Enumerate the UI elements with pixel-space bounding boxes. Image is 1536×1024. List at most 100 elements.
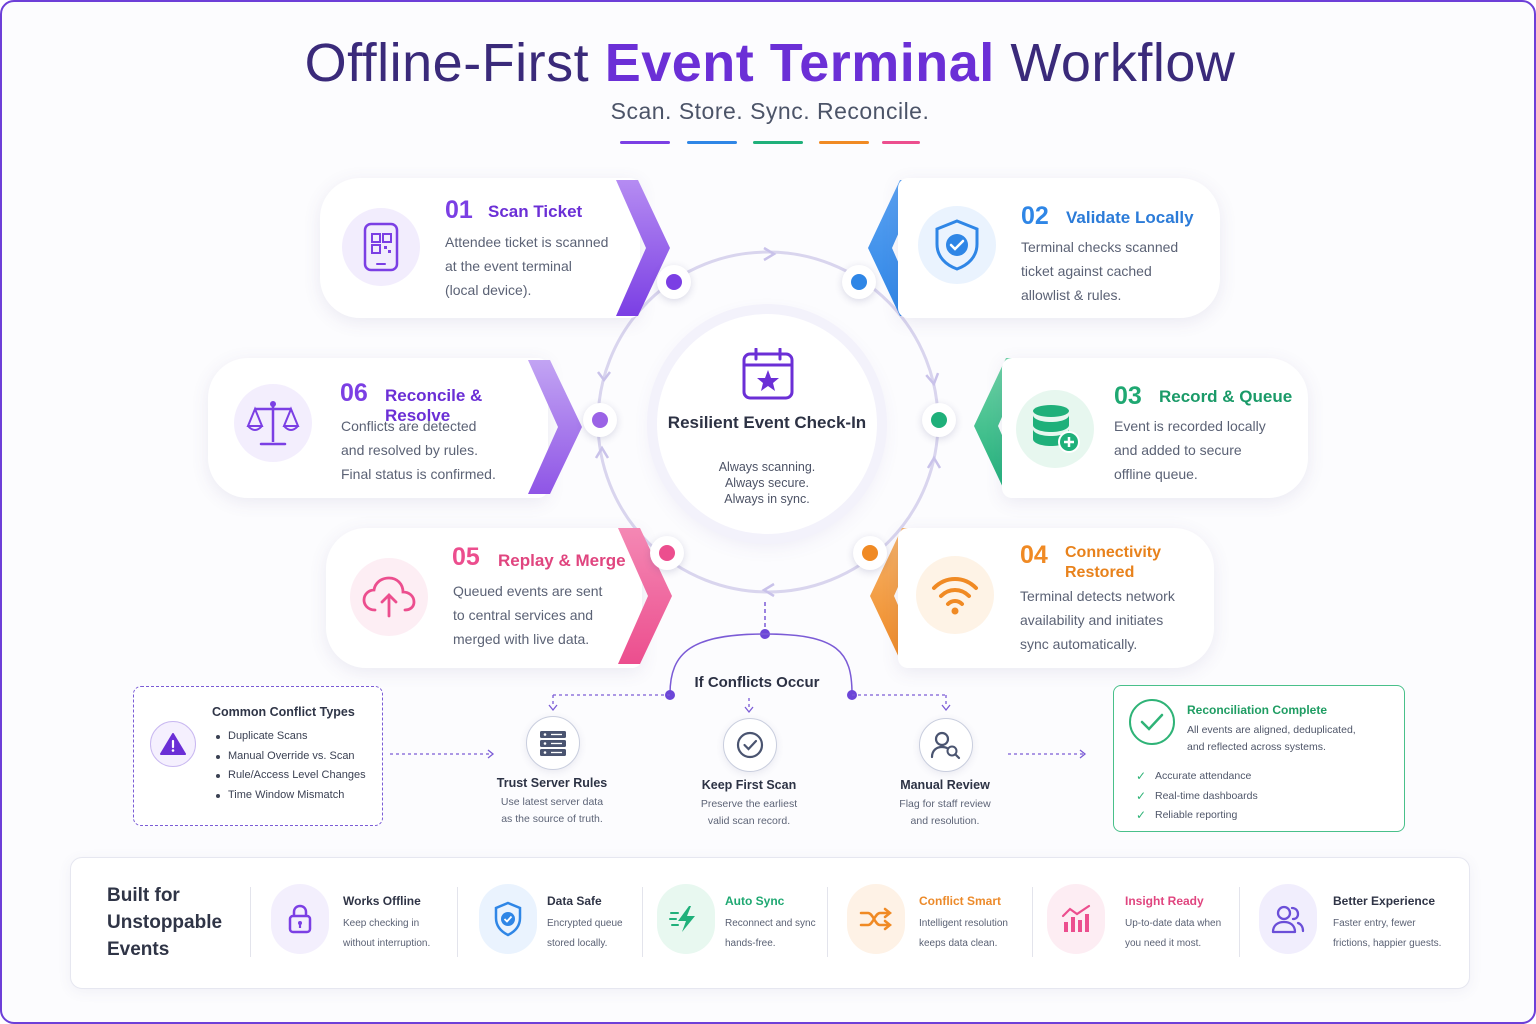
chevron-violet [528, 360, 582, 494]
divider [457, 887, 458, 957]
center-subtext: Always scanning. Always secure. Always i… [718, 460, 816, 506]
reconciliation-description: All events are aligned, deduplicated,and… [1187, 724, 1356, 753]
conflict-types-list: Duplicate Scans Manual Override vs. Scan… [214, 727, 366, 805]
ring-node-step-05 [650, 536, 684, 570]
list-item: Time Window Mismatch [214, 786, 366, 806]
center-title: Resilient Event Check-In [667, 413, 867, 432]
shield-icon [479, 884, 537, 954]
reconciliation-list: ✓Accurate attendance ✓Real-time dashboar… [1136, 767, 1258, 826]
users-icon [1259, 884, 1317, 954]
step-number: 01 [445, 196, 473, 224]
step-number: 03 [1114, 382, 1142, 410]
database-plus-icon [1016, 390, 1094, 468]
calendar-star-icon [742, 348, 794, 400]
divider [250, 887, 251, 957]
page-subtitle: Scan. Store. Sync. Reconcile. [610, 98, 930, 124]
accent-dash-green [753, 141, 803, 144]
lock-icon [271, 884, 329, 954]
shield-check-icon [918, 206, 996, 284]
checkmark-icon: ✓ [1136, 769, 1147, 783]
feature-title: Better Experience [1333, 894, 1436, 908]
list-item: ✓Reliable reporting [1136, 806, 1258, 826]
option-title: Manual Review [900, 778, 990, 792]
feature-title: Auto Sync [725, 894, 785, 908]
step-title: Validate Locally [1066, 208, 1194, 227]
accent-dash-orange [819, 141, 869, 144]
step-card-record-queue: 03 Record & Queue Event is recorded loca… [1002, 358, 1308, 498]
user-search-icon [919, 718, 973, 772]
chart-icon [1047, 884, 1105, 954]
if-conflicts-title: If Conflicts Occur [694, 674, 820, 691]
accent-dash-purple [620, 141, 670, 144]
checkmark-icon: ✓ [1136, 788, 1147, 803]
server-icon [526, 716, 580, 770]
list-item: Rule/Access Level Changes [214, 766, 366, 786]
divider [642, 887, 643, 957]
step-number: 05 [452, 543, 480, 571]
feature-title: Conflict Smart [919, 894, 1002, 908]
divider [1239, 887, 1240, 957]
step-card-reconcile-resolve: 06 Reconcile & Resolve Conflicts are det… [208, 358, 548, 498]
center-hub [657, 314, 877, 534]
chevron-purple [616, 180, 670, 316]
ring-node-step-01 [657, 265, 691, 299]
feature-title: Data Safe [547, 894, 602, 908]
cloud-upload-icon [350, 558, 428, 636]
page-title: Offline-First Event Terminal Workflow [304, 33, 1236, 93]
chevron-green [974, 358, 1028, 494]
scales-icon [234, 384, 312, 462]
warning-icon [150, 721, 196, 767]
list-item: ✓Real-time dashboards [1136, 787, 1258, 807]
step-number: 06 [340, 379, 368, 407]
step-card-validate-locally: 02 Validate Locally Terminal checks scan… [898, 178, 1220, 318]
qr-phone-icon [342, 208, 420, 286]
checkmark-icon: ✓ [1136, 808, 1147, 822]
feature-title: Works Offline [343, 894, 421, 908]
wifi-icon [916, 556, 994, 634]
shuffle-icon [847, 884, 905, 954]
reconciliation-title: Reconciliation Complete [1187, 703, 1328, 717]
list-item: Duplicate Scans [214, 727, 366, 747]
feature-title: Insight Ready [1125, 894, 1204, 908]
ring-node-step-03 [922, 403, 956, 437]
step-number: 02 [1021, 202, 1049, 230]
ring-node-step-06 [583, 403, 617, 437]
list-item: ✓Accurate attendance [1136, 767, 1258, 787]
step-card-scan-ticket: 01 Scan Ticket Attendee ticket is scanne… [320, 178, 640, 318]
chevron-blue [868, 180, 922, 316]
step-title: Reconcile & Resolve [385, 386, 483, 425]
step-title: Record & Queue [1159, 387, 1293, 406]
accent-dash-blue [687, 141, 737, 144]
ring-node-step-02 [842, 265, 876, 299]
step-title: Scan Ticket [488, 202, 583, 221]
option-title: Keep First Scan [701, 778, 797, 792]
conflict-types-title: Common Conflict Types [212, 705, 355, 719]
step-number: 04 [1020, 541, 1048, 569]
list-item: Manual Override vs. Scan [214, 747, 366, 767]
chevron-pink [618, 528, 672, 664]
step-title: Replay & Merge [498, 551, 626, 570]
ring-node-step-04 [853, 536, 887, 570]
step-card-replay-merge: 05 Replay & Merge Queued events are sent… [326, 528, 642, 668]
chevron-orange [870, 528, 924, 664]
check-circle-icon [723, 718, 777, 772]
lightning-icon [657, 884, 715, 954]
accent-dash-pink [882, 141, 920, 144]
